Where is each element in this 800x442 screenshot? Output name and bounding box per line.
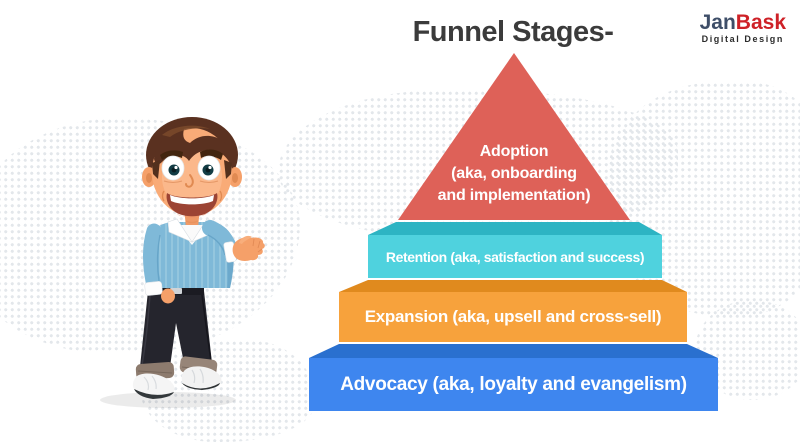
character-shoes <box>132 366 222 399</box>
stage-expansion-bevel <box>339 280 687 292</box>
character-mouth <box>161 190 223 224</box>
stage-retention: Retention (aka, satisfaction and success… <box>368 235 662 278</box>
logo-bask-text: Bask <box>735 11 786 34</box>
presenter-character-illustration <box>100 117 265 408</box>
stage-advocacy-label: Advocacy (aka, loyalty and evangelism) <box>340 373 687 395</box>
logo-subtitle: Digital Design <box>701 34 785 44</box>
stage-expansion: Expansion (aka, upsell and cross-sell) <box>339 292 687 342</box>
character-hair-fringe <box>154 129 234 169</box>
janbask-logo: JanBask Digital Design <box>700 12 786 44</box>
character-eyebrows <box>160 149 223 160</box>
character-left-arm <box>143 223 175 304</box>
stage-advocacy: Advocacy (aka, loyalty and evangelism) <box>309 358 718 411</box>
stage-retention-bevel <box>368 222 662 235</box>
character-left-hand <box>161 288 175 304</box>
stage-retention-label: Retention (aka, satisfaction and success… <box>385 248 645 265</box>
page-title: Funnel Stages- <box>412 16 614 48</box>
character-ground-shadow <box>100 392 236 408</box>
stage-adoption-line2: (aka, onboarding <box>451 165 577 182</box>
stage-advocacy-bevel <box>309 344 718 358</box>
stage-expansion-label: Expansion (aka, upsell and cross-sell) <box>364 307 662 326</box>
character-right-arm <box>202 220 265 263</box>
character-right-hand <box>232 235 265 261</box>
character-nose <box>185 174 194 188</box>
character-head <box>142 117 242 224</box>
character-pants <box>140 287 212 367</box>
character-eyes <box>161 155 221 184</box>
logo-wordmark: JanBask <box>700 12 786 33</box>
stage-adoption-label: Adoption (aka, onboarding and implementa… <box>398 141 630 207</box>
stage-adoption-line1: Adoption <box>479 143 549 160</box>
stage-adoption-line3: and implementation) <box>437 187 591 204</box>
logo-jan-text: Jan <box>699 11 736 34</box>
